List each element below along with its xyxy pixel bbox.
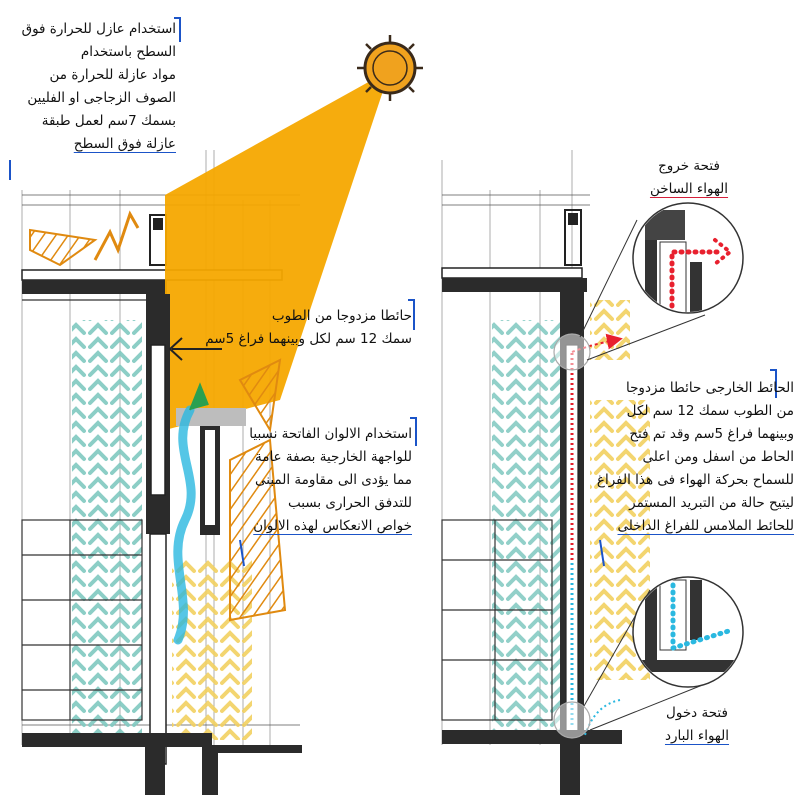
external-wall-line: ليتيح حالة من التبريد المستمر (629, 495, 794, 511)
light-colors-note: استخدام الالوان الفاتحة نسبيا للواجهة ال… (230, 423, 412, 538)
light-colors-line: للواجهة الخارجية بصفة عامة (254, 449, 412, 465)
airflow-wave-icon (173, 405, 196, 645)
sun-icon (357, 35, 423, 101)
cold-air-inlet-note: فتحة دخول الهواء البارد (642, 702, 752, 748)
external-wall-line: للسماح بحركة الهواء فى هذا الفراغ (596, 472, 794, 488)
roof-insulation-line: بسمك 7سم لعمل طبقة (41, 113, 176, 129)
external-wall-note: الحائط الخارجى حائطا مزدوجا من الطوب سمك… (572, 377, 794, 538)
sun-ray-beam (165, 70, 390, 430)
external-wall-line: وبينهما فراغ 5سم وقد تم فتح (629, 426, 794, 442)
roof-insulation-line: الصوف الزجاجى او الفليين (27, 90, 176, 106)
light-colors-line: خواص الانعكاس لهذه الالوان (253, 518, 412, 534)
roof-insulation-note: استخدام عازل للحرارة فوق السطح باستخدام … (8, 18, 176, 156)
external-wall-line: من الطوب سمك 12 سم لكل (626, 403, 794, 419)
light-colors-line: استخدام الالوان الفاتحة نسبيا (249, 426, 412, 442)
light-colors-line: مما يؤدى الى مقاومة المبنى (255, 472, 412, 488)
roof-insulation-line: السطح باستخدام (80, 44, 176, 60)
roof-insulation-line: عازلة فوق السطح (73, 136, 176, 152)
double-wall-note: حائطا مزدوجا من الطوب سمك 12 سم لكل وبين… (196, 305, 412, 351)
wall-heat-scribble (229, 438, 287, 622)
cold-air-inlet-line: الهواء البارد (664, 728, 730, 744)
double-wall-line: سمك 12 سم لكل وبينهما فراغ 5سم (205, 331, 412, 347)
cold-air-inlet-line: فتحة دخول (666, 705, 728, 721)
roof-insulation-line: مواد عازلة للحرارة من (49, 67, 176, 83)
double-wall-line: حائطا مزدوجا من الطوب (271, 308, 412, 324)
roof-heat-scribble (29, 228, 98, 267)
cold-air-vent-callout-small (553, 701, 591, 739)
external-wall-line: الحائط الخارجى حائطا مزدوجا (625, 380, 794, 396)
interior-hatch-teal (72, 320, 142, 740)
hot-air-exit-line: الهواء الساخن (649, 181, 729, 197)
hot-air-vent-detail (632, 202, 744, 314)
light-colors-line: للتدفق الحرارى بسبب (287, 495, 412, 511)
right-section (441, 150, 744, 795)
hot-air-exit-line: فتحة خروج (658, 158, 720, 174)
hot-air-vent-callout-small (553, 333, 591, 371)
hot-air-exit-note: فتحة خروج الهواء الساخن (634, 155, 744, 201)
left-section (21, 35, 423, 795)
external-wall-line: للحائط الملامس للفراغ الداخلى (617, 518, 794, 534)
cold-air-vent-detail (632, 576, 744, 688)
external-wall-line: الحاط من اسفل ومن اعلى (642, 449, 794, 465)
arrow-left-icon (168, 337, 222, 361)
roof-insulation-line: استخدام عازل للحرارة فوق (21, 21, 176, 37)
